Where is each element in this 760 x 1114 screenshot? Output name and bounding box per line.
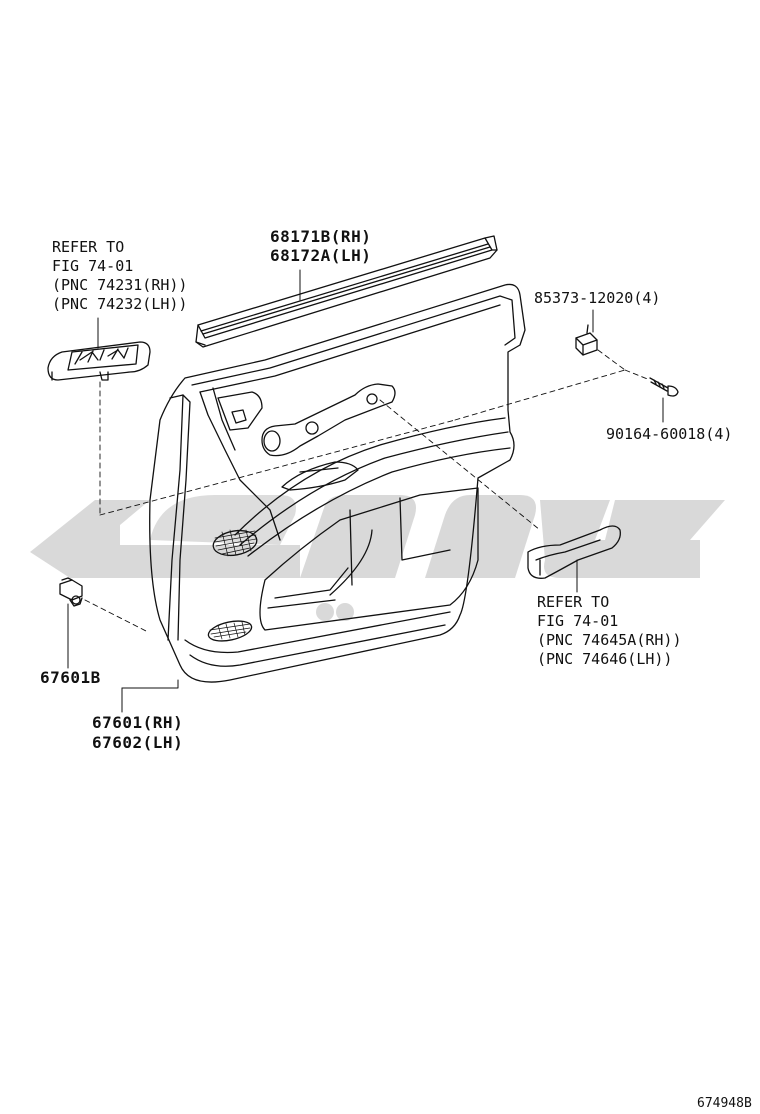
- clip-67601b: [59, 577, 83, 607]
- speaker-mesh: [209, 529, 257, 640]
- label-weatherstrip-lh: 68172A(LH): [270, 246, 372, 265]
- label-handle-ref-2: FIG 74-01: [537, 612, 619, 630]
- clip-85373: [575, 324, 598, 356]
- dashed-lines: [84, 349, 651, 633]
- label-switch-ref-2: FIG 74-01: [52, 257, 134, 275]
- label-screw-90164: 90164-60018(4): [606, 425, 733, 443]
- label-switch-ref-1: REFER TO: [52, 238, 125, 256]
- label-weatherstrip-rh: 68171B(RH): [270, 227, 372, 246]
- label-handle-ref-4: (PNC 74646(LH)): [537, 650, 673, 668]
- diagram-id: 674948B: [697, 1096, 752, 1111]
- label-panel-rh: 67601(RH): [92, 713, 184, 732]
- screw-90164: [649, 377, 679, 397]
- label-clip-85373: 85373-12020(4): [534, 289, 661, 307]
- label-panel-lh: 67602(LH): [92, 733, 184, 752]
- inside-handle: [261, 383, 396, 491]
- label-handle-ref-3: (PNC 74645A(RH)): [537, 631, 682, 649]
- door-trim-panel: [149, 283, 526, 683]
- label-clip-67601b: 67601B: [40, 668, 101, 687]
- leader-lines: [67, 269, 664, 713]
- weatherstrip: [195, 235, 498, 348]
- label-switch-ref-4: (PNC 74232(LH)): [52, 295, 188, 313]
- label-handle-ref-1: REFER TO: [537, 593, 610, 611]
- power-window-switch: [47, 341, 151, 381]
- handle-bezel: [527, 525, 621, 579]
- label-switch-ref-3: (PNC 74231(RH)): [52, 276, 188, 294]
